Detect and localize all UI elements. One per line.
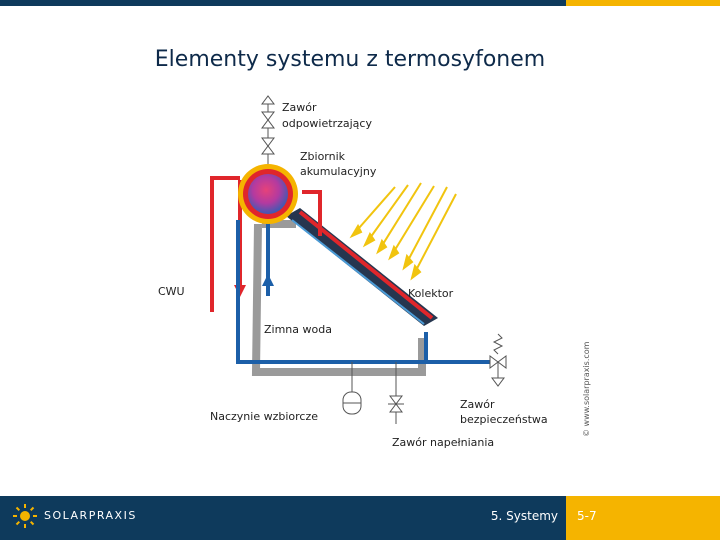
fill-valve-label: Zawór napełniania: [392, 436, 494, 449]
copyright-watermark: © www.solarpraxis.com: [582, 341, 591, 437]
top-bar-navy: [0, 0, 566, 6]
fill-valve-icon: [388, 362, 404, 424]
footer-bar: [0, 496, 566, 540]
storage-tank: [238, 164, 298, 224]
tank-label-2: akumulacyjny: [300, 165, 377, 178]
expansion-vessel-icon: [342, 362, 362, 415]
footer-accent: [566, 496, 720, 540]
page-number: 5-7: [577, 509, 597, 523]
safety-valve-label-2: bezpieczeństwa: [460, 413, 548, 426]
air-valve-icon: [261, 95, 275, 164]
top-bar-gold: [566, 0, 720, 6]
tank-label-1: Zbiornik: [300, 150, 346, 163]
expansion-vessel-label: Naczynie wzbiorcze: [210, 410, 318, 423]
air-valve-label-2: odpowietrzający: [282, 117, 372, 130]
cold-water-label: Zimna woda: [264, 323, 332, 336]
slide-title: Elementy systemu z termosyfonem: [154, 47, 546, 72]
air-valve-label-1: Zawór: [282, 101, 317, 114]
hot-water-label: CWU: [158, 285, 185, 298]
safety-valve-icon: [489, 333, 507, 387]
collector-label: Kolektor: [408, 287, 454, 300]
safety-valve-label-1: Zawór: [460, 398, 495, 411]
section-label: 5. Systemy: [490, 509, 558, 523]
cold-flow-arrow: [262, 274, 274, 286]
logo-text: SOLARPRAXIS: [44, 509, 137, 522]
sun-rays: [349, 182, 457, 281]
sun-logo-icon: [13, 504, 37, 528]
